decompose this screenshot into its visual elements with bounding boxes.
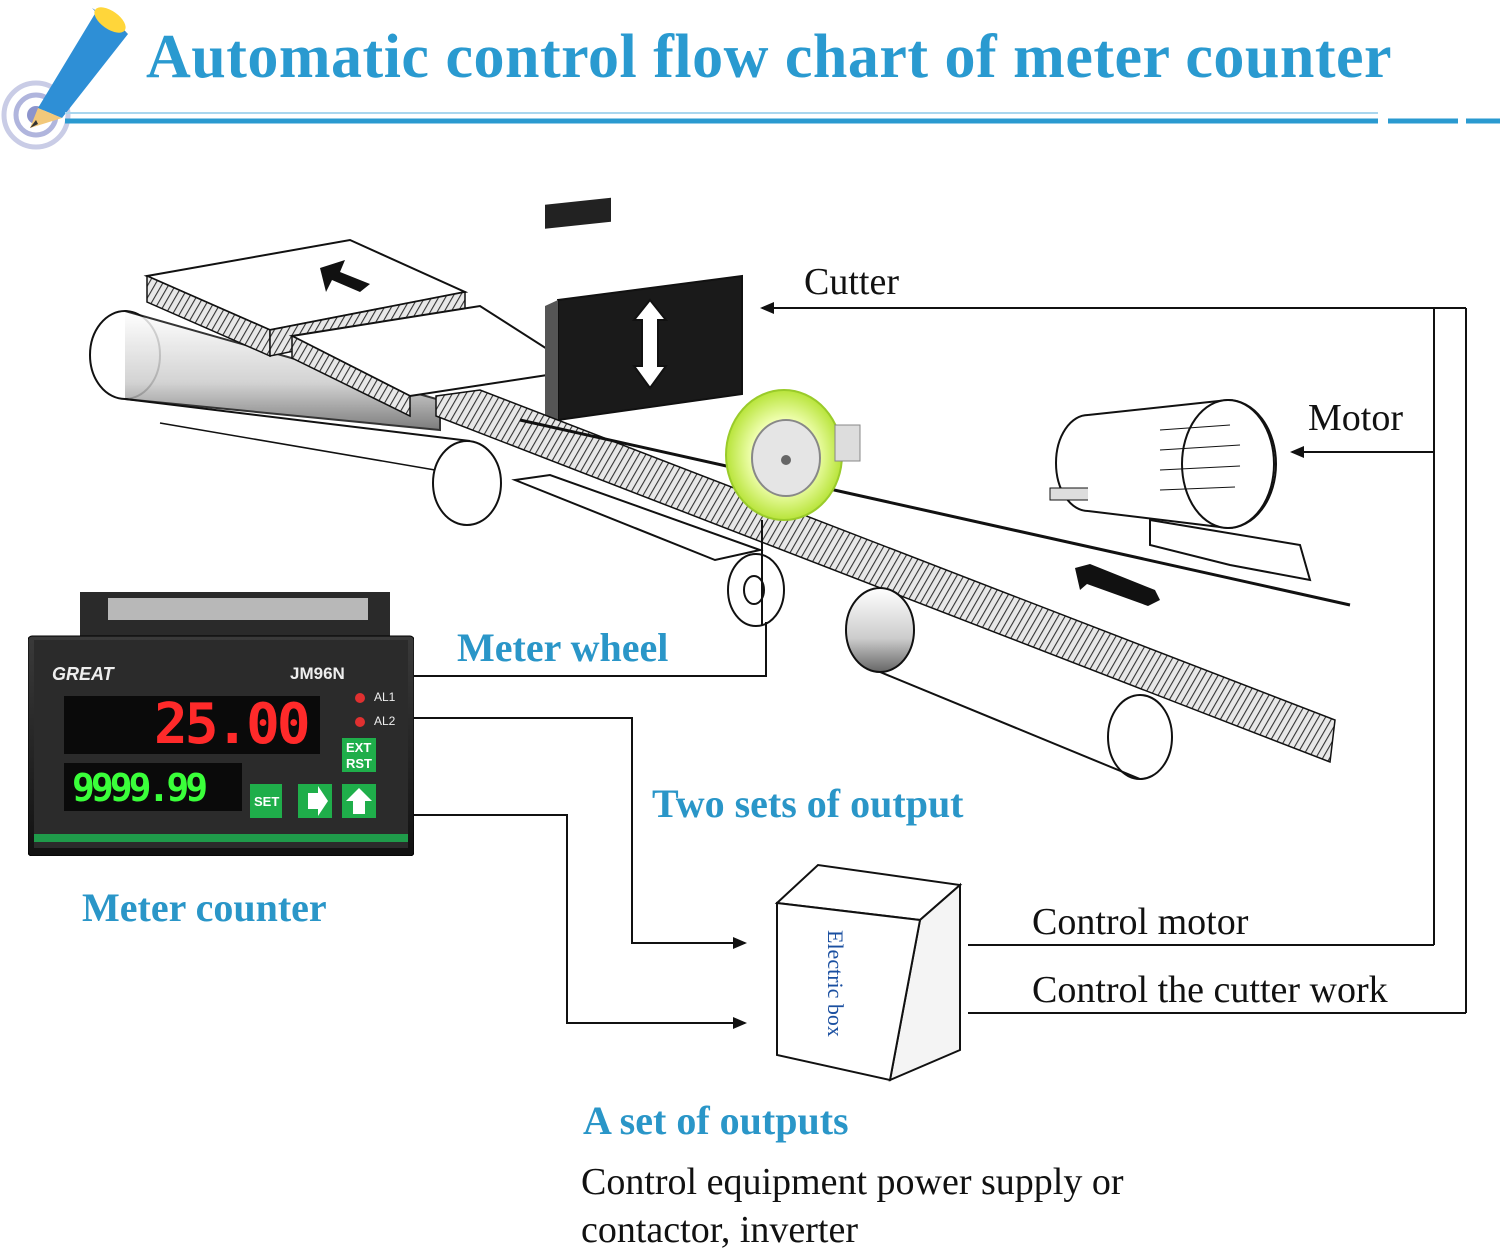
page-title: Automatic control flow chart of meter co…	[146, 23, 1393, 91]
meter-counter-label: Meter counter	[82, 885, 327, 930]
display-bottom: 9999.99	[72, 766, 208, 810]
electric-box-label: Electric box	[823, 930, 848, 1037]
cutter-blade	[545, 197, 743, 422]
motor-label: Motor	[1308, 397, 1403, 439]
set-button[interactable]: SET	[254, 794, 280, 809]
outputs-description-line-1: Control equipment power supply or	[581, 1161, 1124, 1203]
pencil-icon	[1, 7, 128, 150]
ext-button[interactable]: EXT	[346, 740, 372, 755]
device-model: JM96N	[290, 664, 345, 683]
rst-button[interactable]: RST	[346, 756, 372, 771]
upper-conveyor	[89, 310, 502, 526]
main-conveyor	[435, 389, 1351, 780]
meter-wheel	[725, 389, 861, 625]
stacked-sheets	[143, 238, 583, 418]
two-sets-output-label: Two sets of output	[652, 781, 964, 826]
meter-counter-body	[27, 592, 415, 857]
electric-box	[774, 863, 963, 1082]
meter-wheel-label: Meter wheel	[457, 625, 669, 670]
cutter-label: Cutter	[804, 261, 899, 303]
control-motor-label: Control motor	[1032, 901, 1249, 943]
indicator-al2: AL2	[374, 714, 396, 728]
outputs-description-line-2: contactor, inverter	[581, 1209, 859, 1251]
device-brand: GREAT	[52, 664, 114, 684]
display-top: 25.00	[154, 692, 311, 757]
control-cutter-label: Control the cutter work	[1032, 969, 1388, 1011]
connection-lines	[414, 302, 1467, 1029]
title-underline	[65, 112, 1500, 124]
a-set-outputs-label: A set of outputs	[583, 1098, 849, 1143]
meter-counter-device: GREAT JM96N 25.00 9999.99 AL1 AL2 EXT RS…	[27, 588, 415, 857]
motor	[1049, 398, 1312, 582]
indicator-al1: AL1	[374, 690, 396, 704]
